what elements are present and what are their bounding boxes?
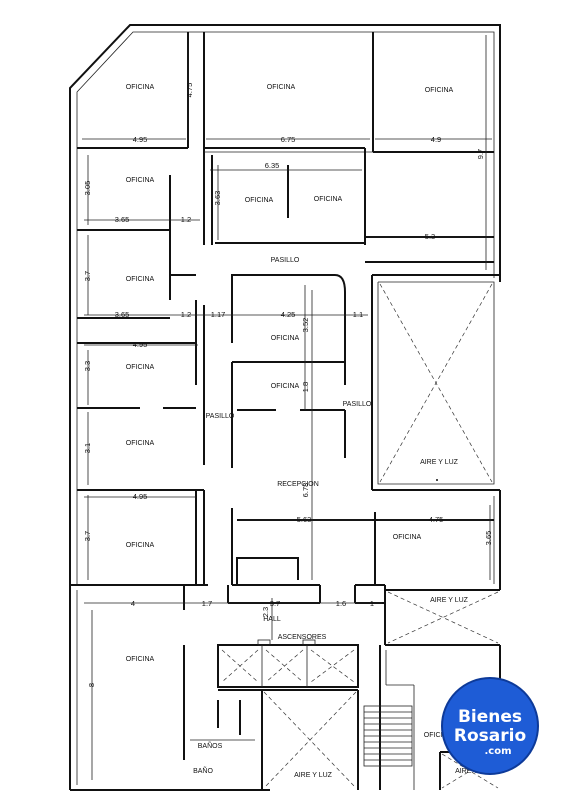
logo-circle	[441, 677, 539, 775]
dimension-lines	[82, 35, 492, 780]
room-label: PASILLO	[271, 257, 300, 264]
room-label: PASILLO	[343, 401, 372, 408]
room-label: AIRE Y LUZ	[420, 459, 459, 466]
dimension-label: 4.95	[133, 135, 148, 144]
dimension-label: 3.65	[115, 310, 130, 319]
room-label: OFICINA	[126, 440, 155, 447]
dimension-label: 3.3	[83, 361, 92, 371]
room-label: OFICINA	[126, 177, 155, 184]
dimension-label: 4.9	[431, 135, 441, 144]
room-label: AIRE Y LUZ	[430, 597, 469, 604]
dimension-label: 6.35	[265, 161, 280, 170]
dimension-label: 1.7	[202, 599, 212, 608]
dimension-labels: 4.75 4.95 6.75 4.9 9.7 6.35 3.05 3.63 3.…	[83, 83, 493, 687]
dimension-label: 3.52	[301, 318, 310, 333]
dimension-label: 3.7	[83, 271, 92, 281]
room-label: OFICINA	[126, 542, 155, 549]
logo-line-1: Bienes	[458, 707, 522, 727]
room-label: OFICINA	[267, 84, 296, 91]
room-label: OFICINA	[126, 656, 155, 663]
room-label: OFICINA	[425, 87, 454, 94]
dimension-label: 3.7	[83, 531, 92, 541]
logo-line-3: .com	[484, 746, 511, 757]
dimension-label: 3.65	[115, 215, 130, 224]
room-label: OFICINA	[271, 335, 300, 342]
room-label: OFICINA	[424, 732, 453, 739]
room-label: OFICINA	[126, 276, 155, 283]
room-label: RECEPCION	[277, 481, 319, 488]
marker-dot	[436, 479, 438, 481]
dimension-label: 1.8	[301, 382, 310, 392]
dimension-label: 3.05	[83, 181, 92, 196]
room-label: OFICINA	[245, 197, 274, 204]
room-label: PASILLO	[206, 413, 235, 420]
dimension-label: 1.2	[181, 310, 191, 319]
dimension-label: 1.2	[181, 215, 191, 224]
dimension-label: 2.3	[261, 607, 270, 617]
dimension-label: 4.75	[185, 83, 194, 98]
dimension-label: 3.1	[83, 443, 92, 453]
dimension-label: 6.78	[301, 483, 310, 498]
dimension-label: 9.7	[476, 149, 485, 159]
air-light-shafts	[263, 283, 499, 789]
logo-line-2: Rosario	[454, 726, 526, 746]
dimension-label: 5.3	[425, 232, 435, 241]
room-label: OFICINA	[271, 383, 300, 390]
dimension-label: 4.75	[429, 515, 444, 524]
dimension-label: 4.95	[133, 340, 148, 349]
dimension-label: 1.6	[336, 599, 346, 608]
dimension-label: 5.63	[297, 515, 312, 524]
room-labels: OFICINA OFICINA OFICINA OFICINA OFICINA …	[126, 84, 494, 779]
room-label: OFICINA	[126, 364, 155, 371]
room-label: BAÑOS	[198, 741, 223, 750]
dimension-label: 1.1	[353, 310, 363, 319]
dimension-label: 1	[370, 599, 374, 608]
dimension-label: 3.7	[270, 599, 280, 608]
dimension-label: 4.25	[281, 310, 296, 319]
room-label: OFICINA	[126, 84, 155, 91]
dimension-label: 4	[131, 599, 135, 608]
room-label: BAÑO	[193, 766, 213, 775]
dimension-label: 6.75	[281, 135, 296, 144]
dimension-label: 3.63	[213, 191, 222, 206]
bienes-rosario-logo: Bienes Rosario .com	[441, 677, 539, 775]
stairs	[363, 705, 413, 767]
room-label: OFICINA	[314, 196, 343, 203]
room-label: AIRE Y LUZ	[294, 772, 333, 779]
dimension-label: 1.17	[211, 310, 226, 319]
room-label: HALL	[263, 616, 281, 623]
room-label: OFICINA	[393, 534, 422, 541]
dimension-label: 3.65	[484, 531, 493, 546]
dimension-label: 8	[87, 683, 96, 687]
room-label: ASCENSORES	[278, 634, 327, 641]
dimension-label: 4.95	[133, 492, 148, 501]
